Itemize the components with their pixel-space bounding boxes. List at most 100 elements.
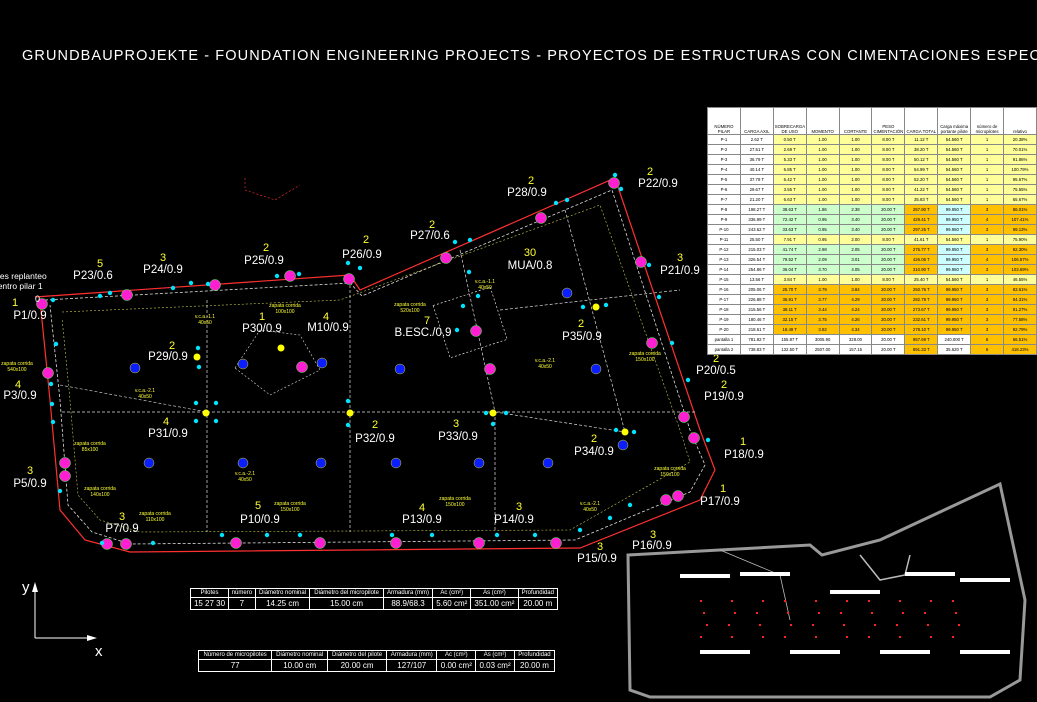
loads-table-cell: 83.61% [1003, 284, 1037, 295]
loads-table-cell: 1.00 [805, 164, 840, 175]
pile-table-header: Armadura (mm) [386, 650, 438, 660]
loads-table-cell: 3.01 [838, 254, 873, 265]
loads-table-cell: 8.00 T [871, 234, 906, 245]
origin-zero: 0 [35, 294, 40, 304]
annotation-size: 150x100 [635, 357, 654, 363]
loads-table-cell: 3.84 T [772, 274, 807, 285]
pillar-label: P20/0.5 [696, 365, 736, 377]
loads-table-cell: 99.950 T [937, 264, 972, 275]
loads-table-cell: 205.06 T [739, 284, 774, 295]
loads-table-cell: 27.51 T [739, 144, 774, 155]
loads-table-cell: 250.76 T [904, 284, 939, 295]
loads-table-cell: 4.05 [838, 264, 873, 275]
loads-table-cell: 5.33 T [772, 154, 807, 165]
loads-table-cell: 8.00 T [871, 154, 906, 165]
loads-table-cell: 11.12 T [904, 134, 939, 145]
loads-table-cell: 8.00 T [871, 164, 906, 175]
column-marker [590, 363, 602, 375]
micropile-marker [577, 527, 583, 533]
pile-marker [343, 273, 355, 285]
detail-pile-dot [790, 624, 792, 626]
pillar-count: 7 [424, 315, 430, 327]
pile-table-value: 127/107 [386, 659, 438, 672]
pillar-count: 30 [524, 247, 536, 259]
loads-table-cell: 1 [970, 174, 1005, 185]
pile-marker [390, 537, 402, 549]
pile-marker [470, 325, 482, 337]
pillar-count: 1 [720, 483, 726, 495]
loads-table-cell: P-14 [707, 264, 741, 275]
pillar-label: P25/0.9 [244, 255, 284, 267]
micropile-table-header: Diámetro nominal [254, 588, 311, 598]
loads-table-cell: 99.950 T [937, 284, 972, 295]
micropile-table-header: As (cm²) [470, 588, 519, 598]
loads-table-cell: 99.13% [1003, 224, 1037, 235]
micropile-table-header: número [228, 588, 256, 598]
loads-table-cell: 103.69% [1003, 264, 1037, 275]
detail-pile-dot [700, 600, 702, 602]
loads-table-cell: 21.20 T [739, 194, 774, 205]
detail-label-box [960, 578, 1010, 582]
column-marker [237, 457, 249, 469]
loads-table-cell: 38.20 T [904, 144, 939, 155]
detail-pile-dot [846, 636, 848, 638]
loads-table-cell: 38.63 T [772, 204, 807, 215]
pillar-count: 3 [453, 418, 459, 430]
annotation-type: v.c.a.-2.1 [235, 471, 255, 477]
loads-table-cell: 3 [970, 264, 1005, 275]
pile-table-header: Diámetro nominal [271, 650, 329, 660]
annotation-size: 40x50 [138, 394, 152, 400]
loads-table-cell: 20.00 T [871, 324, 906, 335]
loads-table-cell: 3.79 [805, 284, 840, 295]
loads-table-cell: 20.00 T [871, 204, 906, 215]
loads-table-cell: 6 [970, 344, 1005, 355]
loads-table-header: número de micropilotes [970, 107, 1005, 135]
pillar-label: P28/0.9 [507, 187, 547, 199]
micropile-table-value: 14.25 cm [254, 597, 311, 610]
loads-table-cell: P-18 [707, 304, 741, 315]
loads-table-cell: 1 [970, 134, 1005, 145]
micropile-marker [57, 488, 63, 494]
loads-table-cell: 8.00 T [871, 144, 906, 155]
micropile-marker [345, 398, 351, 404]
pillar-label: P10/0.9 [240, 514, 280, 526]
node-marker [193, 353, 201, 361]
pile-marker [688, 432, 700, 444]
origin-note-1: ejes replanteo [0, 271, 47, 281]
pillar-count: 2 [647, 166, 653, 178]
detail-pile-dot [871, 612, 873, 614]
loads-table-cell: 99.950 T [937, 214, 972, 225]
column-marker [561, 287, 573, 299]
detail-pile-dot [868, 636, 870, 638]
loads-table-cell: 2.62 T [739, 134, 774, 145]
loads-table-cell: 36.79 T [739, 154, 774, 165]
detail-pile-dot [952, 636, 954, 638]
loads-table-cell: 72.42 T [772, 214, 807, 225]
pile-table-header: Diámetro del pilote [327, 650, 388, 660]
loads-table-cell: 254.86 T [739, 264, 774, 275]
loads-table-cell: 35.83 T [904, 194, 939, 205]
loads-table-cell: 54.560 T [937, 154, 972, 165]
loads-table-cell: 25.50 T [739, 234, 774, 245]
detail-label-box [905, 572, 955, 576]
pillar-label: P13/0.9 [402, 514, 442, 526]
loads-table-cell: 180.46 T [739, 314, 774, 325]
loads-table-cell: 3 [970, 324, 1005, 335]
loads-table-cell: 243.62 T [739, 224, 774, 235]
micropile-marker [53, 341, 59, 347]
loads-table-cell: 336.99 T [739, 214, 774, 225]
loads-table-cell: pantalla 2 [707, 344, 741, 355]
loads-table-cell: 20.00 T [871, 304, 906, 315]
annotation-size: 40x50 [538, 364, 552, 370]
pillar-count: 2 [591, 433, 597, 445]
loads-table-cell: 8.00 T [871, 194, 906, 205]
annotation-size: 40x50 [583, 507, 597, 513]
annotation-type: v.c.a.-2.1 [580, 501, 600, 507]
column-marker [237, 358, 249, 370]
annotation-type: zapata corrida [1, 361, 33, 367]
column-marker [394, 363, 406, 375]
